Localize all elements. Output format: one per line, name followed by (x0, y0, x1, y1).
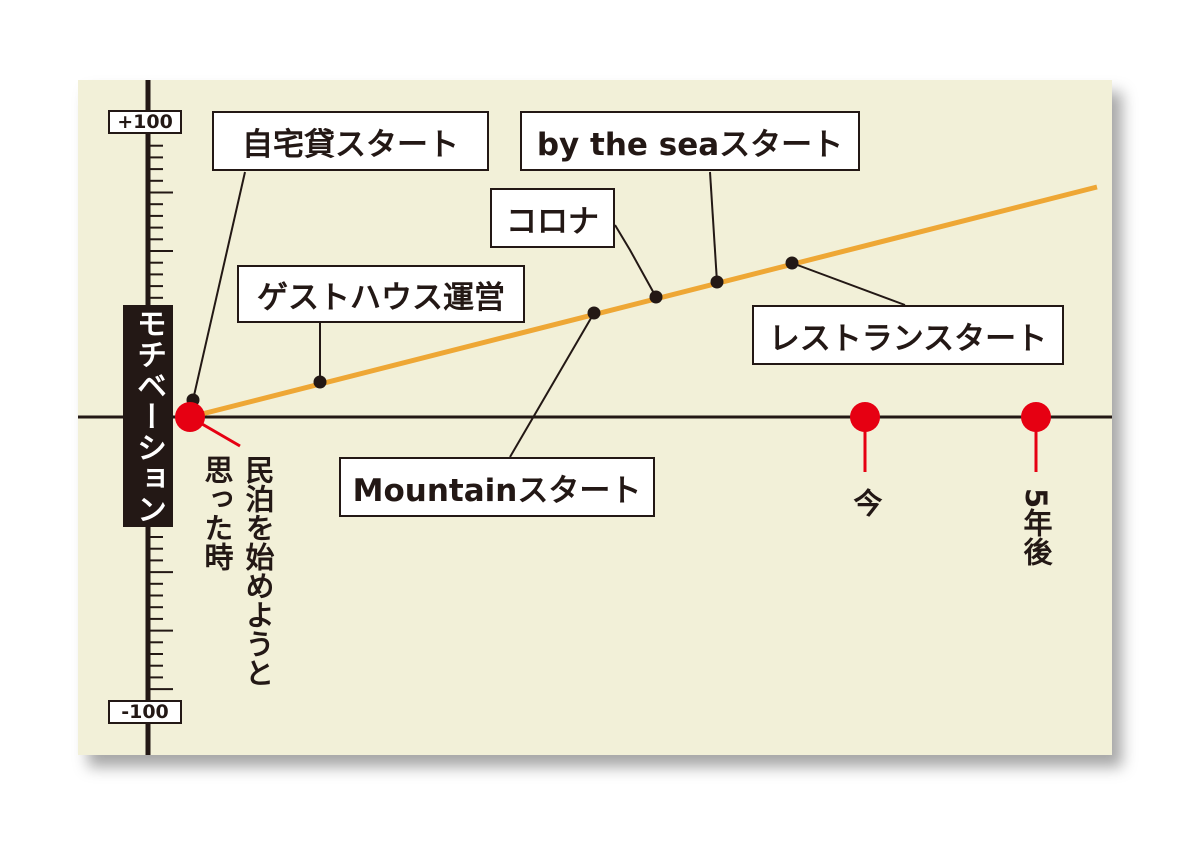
marker-label-now: 今 (849, 488, 883, 517)
event-connector (509, 312, 595, 458)
y-tick-max: +100 (108, 110, 182, 134)
event-label-mountain: Mountainスタート (339, 457, 655, 517)
y-axis-label: モチベーション (123, 305, 173, 527)
event-label-guesthouse: ゲストハウス運営 (237, 265, 525, 323)
event-point (785, 256, 799, 270)
motivation-line (189, 184, 1098, 420)
start-label-line1: 民泊を始めようと (241, 455, 275, 687)
now-marker (850, 402, 880, 432)
five-years-marker (1021, 402, 1051, 432)
event-label-corona: コロナ (490, 188, 615, 248)
event-label-jitaku: 自宅貸スタート (212, 111, 489, 171)
event-label-restaurant: レストランスタート (752, 305, 1064, 365)
event-label-by-the-sea: by the seaスタート (520, 111, 860, 171)
y-tick-min: -100 (108, 700, 182, 724)
event-connector (791, 262, 906, 306)
event-point (649, 290, 663, 304)
start-marker (175, 402, 205, 432)
marker-label-5-years: 5年後 (1019, 488, 1053, 567)
event-connector (709, 171, 718, 283)
event-point (710, 275, 724, 289)
start-label-line2: 思った時 (200, 455, 234, 571)
event-point (587, 306, 601, 320)
event-connector (614, 224, 657, 298)
event-point (313, 375, 327, 389)
event-connector (192, 171, 246, 401)
